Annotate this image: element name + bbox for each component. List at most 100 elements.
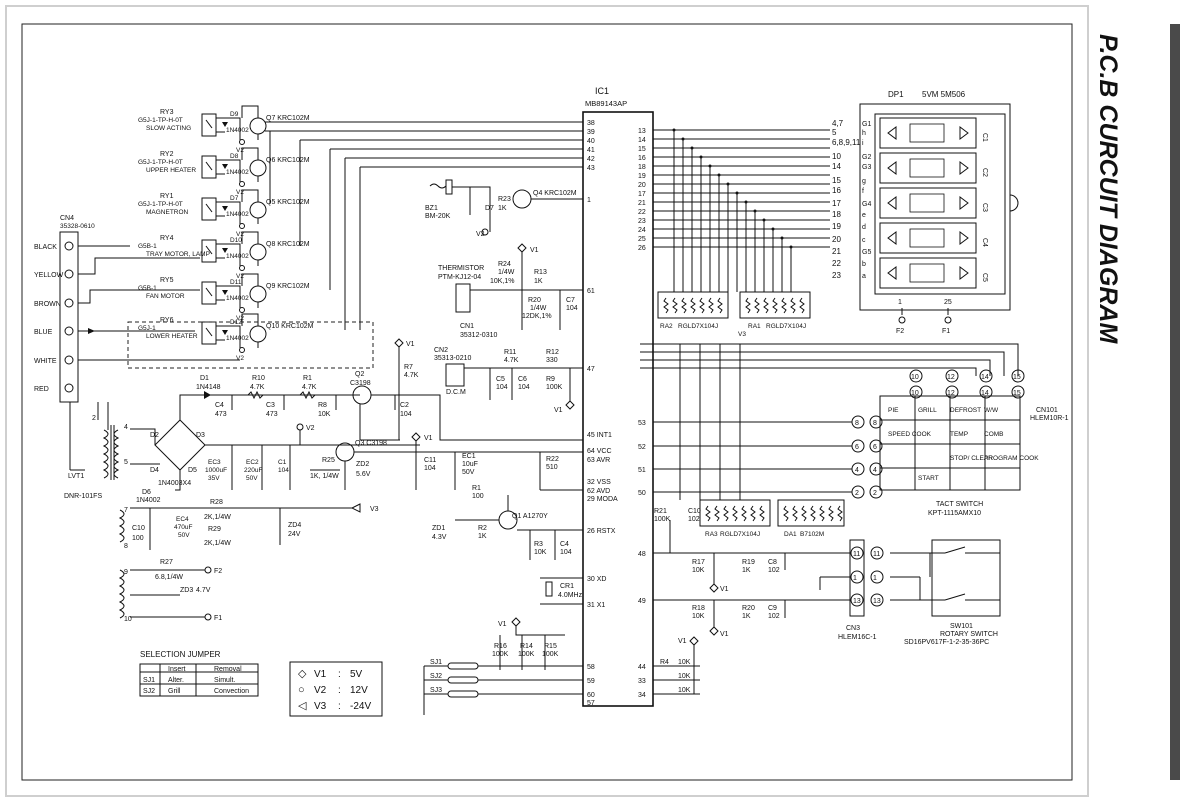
svg-text:510: 510 — [546, 464, 558, 471]
display-segment-letter: f — [862, 188, 864, 195]
key-pin: 10 — [911, 374, 919, 381]
svg-text:ZD3: ZD3 — [180, 587, 193, 594]
svg-text:4.7V: 4.7V — [196, 587, 211, 594]
svg-text:RGLD7X104J: RGLD7X104J — [678, 323, 718, 330]
selection-cell: Grill — [168, 688, 181, 695]
relay-diode: D11 — [230, 279, 242, 286]
ic1-right-pin: 52 — [638, 444, 646, 451]
key-pin: 6 — [855, 444, 859, 451]
ic1-left-pin: 30 XD — [587, 576, 606, 583]
display-pin-number: 16 — [832, 186, 841, 195]
ic1-left-pin: 40 — [587, 138, 595, 145]
svg-text:F1: F1 — [214, 615, 222, 622]
display-digit-label: C3 — [981, 203, 988, 212]
relay-transistor: Q9 KRC102M — [266, 283, 310, 290]
svg-text:4.7K: 4.7K — [404, 372, 419, 379]
svg-text:V1: V1 — [530, 247, 539, 254]
ic1-right-pin: 53 — [638, 420, 646, 427]
relay-bus — [265, 121, 583, 330]
ry6-dashed-box — [127, 321, 374, 369]
svg-text:V3: V3 — [370, 506, 379, 513]
svg-text:473: 473 — [215, 411, 227, 418]
svg-text:ROTARY SWITCH: ROTARY SWITCH — [940, 631, 998, 638]
svg-text:6.8,1/4W: 6.8,1/4W — [155, 574, 183, 581]
display-pin-number: 18 — [832, 210, 841, 219]
selection-header: Insert — [168, 666, 186, 673]
svg-text:4.7K: 4.7K — [302, 384, 317, 391]
svg-text:1N4003X4: 1N4003X4 — [158, 480, 191, 487]
key-pin: 15 — [1013, 374, 1021, 381]
ic1-right-pin: 23 — [638, 218, 646, 225]
ic1-left-pin: 26 RSTX — [587, 528, 616, 535]
svg-text:V1: V1 — [406, 341, 415, 348]
ic1-right-pin: 17 — [638, 191, 646, 198]
svg-text:SELECTION JUMPER: SELECTION JUMPER — [140, 650, 221, 659]
display-digit-label: C2 — [981, 168, 988, 177]
display-pin-number: 21 — [832, 247, 841, 256]
ic1-left-pin: 32 VSS — [587, 479, 611, 486]
svg-text:104: 104 — [424, 465, 436, 472]
svg-text:R19: R19 — [742, 559, 755, 566]
ic1-left-pin: 57 — [587, 700, 595, 707]
ic1-left-pin: 42 — [587, 156, 595, 163]
svg-text:V3: V3 — [738, 331, 746, 338]
ic1-right-pin: 13 — [638, 128, 646, 135]
svg-text:104: 104 — [400, 411, 412, 418]
svg-text:PTM-KJ12-04: PTM-KJ12-04 — [438, 274, 481, 281]
cn4-wire-label: WHITE — [34, 358, 57, 365]
thermistor-circuit: THERMISTOR PTM-KJ12-04 CN1 35312-0310 V1… — [438, 243, 583, 339]
svg-text:9: 9 — [124, 569, 128, 576]
relay-diode-part: 1N4002 — [226, 211, 249, 218]
ic1-left-pin: 59 — [587, 678, 595, 685]
relay-transistor: Q5 KRC102M — [266, 199, 310, 206]
relay-transistor: Q10 KRC102M — [266, 323, 314, 330]
svg-text:473: 473 — [266, 411, 278, 418]
relay-diode: D10 — [230, 237, 242, 244]
jumper-label: SJ3 — [430, 687, 442, 694]
key-pin: 6 — [873, 444, 877, 451]
svg-text:104: 104 — [566, 305, 578, 312]
relay-name: RY6 — [160, 317, 174, 324]
key-pin: 2 — [855, 490, 859, 497]
display-pin-number: 17 — [832, 199, 841, 208]
transformer: 2 LVT1 DNR-101FS 4 5 7 8 9 10 — [64, 402, 132, 623]
rotary-pin: 11 — [873, 551, 880, 558]
svg-text:CN1: CN1 — [460, 323, 474, 330]
svg-text:ZD4: ZD4 — [288, 522, 301, 529]
relay-diode-part: 1N4002 — [226, 335, 249, 342]
svg-text:D7: D7 — [485, 205, 494, 212]
display-segment-letter: G5 — [862, 249, 871, 256]
svg-text:CN3: CN3 — [846, 625, 860, 632]
relay-diode: D9 — [230, 111, 239, 118]
key-pin: 15 — [1013, 390, 1021, 397]
display-pin-number: 6,8,9,11 — [832, 138, 861, 147]
side-title: P.C.B CURCUIT DIAGRAM — [1094, 34, 1122, 344]
svg-text:1/4W: 1/4W — [530, 305, 547, 312]
display-segment-letter: g — [862, 178, 866, 185]
ic1-left-pin: 43 — [587, 165, 595, 172]
key-label: COMB — [984, 431, 1004, 438]
svg-text:V1: V1 — [498, 621, 507, 628]
display-digit-label: C1 — [981, 133, 988, 142]
svg-text:10: 10 — [124, 616, 132, 623]
svg-text:CR1: CR1 — [560, 583, 574, 590]
svg-text:C2: C2 — [400, 402, 409, 409]
svg-text:104: 104 — [278, 467, 289, 474]
svg-text:C5: C5 — [496, 376, 505, 383]
rotary-pin: 1 — [873, 575, 877, 582]
display-pin-number: 5 — [832, 128, 837, 137]
svg-text:BM-20K: BM-20K — [425, 213, 451, 220]
relay-diode-part: 1N4002 — [226, 169, 249, 176]
ic1-right-pin: 14 — [638, 137, 646, 144]
display-pin-number: 20 — [832, 235, 841, 244]
svg-text:7: 7 — [124, 507, 128, 514]
display-digit-label: C5 — [981, 273, 988, 282]
key-label: STOP/ CLEAR — [950, 455, 993, 462]
relay-function: SLOW ACTING — [146, 125, 191, 132]
relay-function: TRAY MOTOR, LAMP — [146, 251, 210, 258]
power-supply: D2 D3 D4 D5 1N4003X4 D1 1N4148 R10 4.7K … — [130, 371, 583, 622]
svg-text:HLEM16C-1: HLEM16C-1 — [838, 634, 877, 641]
ic1-right-pins: 1314151618192017212223242526535251504849… — [638, 128, 665, 699]
display-pin-number: 15 — [832, 176, 841, 185]
